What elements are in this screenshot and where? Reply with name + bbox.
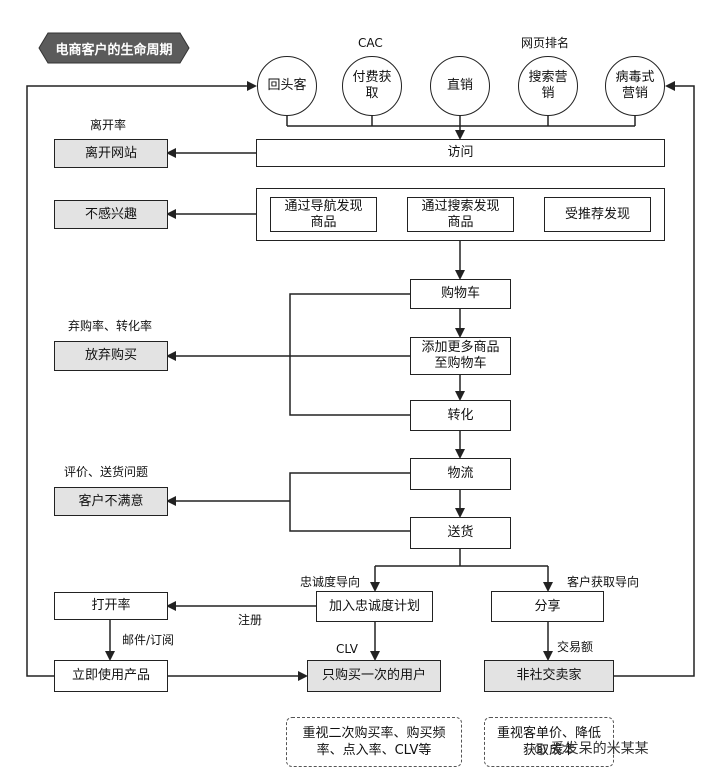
abandon-cart-label: 放弃购买 (84, 348, 137, 363)
use-now-label: 立即使用产品 (71, 668, 150, 683)
acq-oriented-label: 客户获取导向 (567, 575, 640, 589)
channel-direct: 直销 (430, 56, 490, 116)
join-loyalty-label: 加入忠诚度计划 (328, 598, 420, 614)
register-label: 注册 (238, 613, 263, 627)
channel-returning: 回头客 (257, 56, 317, 116)
abandon-cart-box: 放弃购买 (54, 341, 168, 371)
watermark: ◎ 爱发呆的米某某 (534, 738, 649, 758)
leave-rate-label: 离开率 (90, 118, 127, 132)
unsatisfied-label: 客户不满意 (78, 493, 144, 509)
nav-discover-box: 通过导航发现 商品 (270, 197, 377, 232)
one-time-user-box: 只购买一次的用户 (307, 660, 441, 692)
abandon-rate-label: 弃购率、转化率 (68, 319, 153, 333)
channel-returning-label: 回头客 (267, 78, 307, 93)
convert-label: 转化 (447, 407, 474, 423)
wechat-icon: ◎ (534, 741, 547, 757)
channel-direct-label: 直销 (446, 78, 473, 93)
loyalty-oriented-label: 忠诚度导向 (300, 575, 361, 589)
join-loyalty-box: 加入忠诚度计划 (316, 591, 433, 622)
convert-box: 转化 (410, 400, 511, 431)
trade-volume-label: 交易额 (557, 640, 594, 654)
cart-label: 购物车 (440, 286, 480, 301)
acq-note-text: 重视客单价、降低 获取成本 (496, 726, 601, 758)
add-more-label: 添加更多商品 至购物车 (421, 340, 500, 371)
share-label: 分享 (534, 598, 561, 614)
channel-viral: 病毒式 营销 (605, 56, 665, 116)
add-more-box: 添加更多商品 至购物车 (410, 337, 511, 375)
channel-paid: 付费获 取 (342, 56, 402, 116)
delivery-box: 送货 (410, 517, 511, 549)
non-social-seller-box: 非社交卖家 (484, 660, 614, 692)
diagram-title-text: 电商客户的生命周期 (55, 42, 173, 58)
logistics-label: 物流 (447, 466, 474, 481)
page-rank-label: 网页排名 (521, 36, 570, 50)
acq-note: 重视客单价、降低 获取成本 (484, 717, 614, 767)
cac-label: CAC (358, 36, 383, 50)
loyalty-note: 重视二次购买率、购买频 率、点入率、CLV等 (286, 717, 462, 767)
share-box: 分享 (491, 591, 604, 622)
leave-site-label: 离开网站 (84, 145, 137, 161)
recommend-discover-box: 受推荐发现 (544, 197, 651, 232)
diagram-title: 电商客户的生命周期 (38, 32, 190, 64)
visit-label: 访问 (447, 145, 474, 160)
one-time-user-label: 只购买一次的用户 (321, 668, 426, 683)
leave-site-box: 离开网站 (54, 139, 168, 168)
open-rate-label: 打开率 (91, 598, 131, 613)
loyalty-note-text: 重视二次购买率、购买频 率、点入率、CLV等 (302, 726, 446, 758)
non-social-seller-label: 非社交卖家 (516, 668, 582, 683)
search-discover-box: 通过搜索发现 商品 (407, 197, 514, 232)
not-interested-label: 不感兴趣 (84, 206, 137, 222)
logistics-box: 物流 (410, 458, 511, 490)
watermark-text: 爱发呆的米某某 (550, 741, 649, 757)
channel-search-label: 搜索营 销 (528, 70, 568, 101)
channel-viral-label: 病毒式 营销 (615, 70, 655, 101)
visit-box: 访问 (256, 139, 665, 167)
open-rate-box: 打开率 (54, 592, 168, 620)
not-interested-box: 不感兴趣 (54, 200, 168, 229)
clv-label: CLV (336, 642, 358, 656)
review-issue-label: 评价、送货问题 (64, 465, 149, 479)
search-discover-label: 通过搜索发现 商品 (421, 198, 500, 230)
channel-paid-label: 付费获 取 (352, 70, 392, 101)
delivery-label: 送货 (447, 525, 474, 540)
channel-search: 搜索营 销 (518, 56, 578, 116)
use-now-box: 立即使用产品 (54, 660, 168, 692)
mail-subscribe-label: 邮件/订阅 (122, 633, 175, 647)
nav-discover-label: 通过导航发现 商品 (284, 198, 363, 230)
recommend-discover-label: 受推荐发现 (564, 206, 630, 222)
cart-box: 购物车 (410, 279, 511, 309)
unsatisfied-box: 客户不满意 (54, 487, 168, 516)
